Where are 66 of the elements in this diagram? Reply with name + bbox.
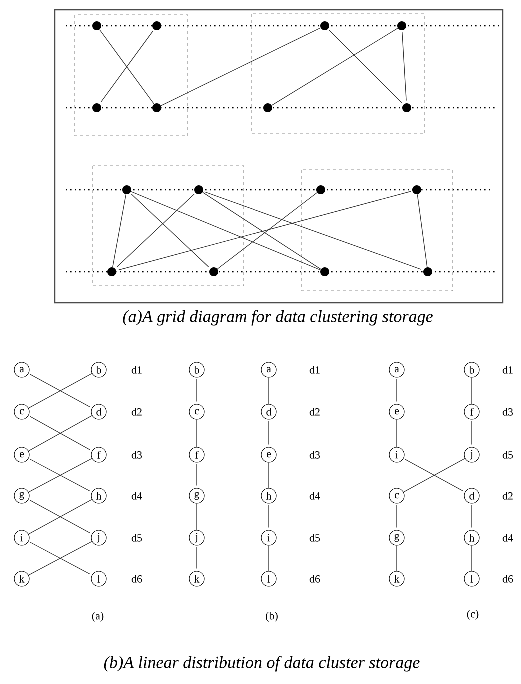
- caption: (a)A grid diagram for data clustering storage: [123, 310, 433, 326]
- connector-line: [272, 28, 398, 106]
- dot: [152, 22, 162, 30]
- connector-line: [116, 194, 195, 268]
- connector-line: [268, 420, 270, 446]
- dot: [92, 104, 102, 112]
- connector-line: [196, 546, 198, 570]
- row-label: d1: [132, 366, 142, 374]
- connector-line: [268, 462, 270, 489]
- dot: [424, 268, 432, 276]
- dot: [402, 104, 412, 112]
- row-label: d5: [132, 534, 142, 542]
- row-label: d1: [502, 366, 513, 374]
- connector-line: [196, 378, 198, 402]
- connector-line: [196, 419, 198, 448]
- connector-line: [396, 378, 398, 402]
- row-label: d4: [502, 534, 514, 542]
- row-label: d2: [132, 408, 142, 416]
- connector-line: [268, 377, 270, 405]
- subfigure-label: (c): [467, 610, 479, 620]
- row-label: d2: [310, 408, 320, 416]
- row-label: d6: [502, 575, 514, 583]
- row-label: d4: [310, 492, 320, 500]
- connector-line: [396, 419, 398, 448]
- dot: [412, 186, 422, 194]
- dot: [194, 186, 204, 194]
- row-label: d6: [132, 575, 142, 583]
- dot: [210, 268, 218, 276]
- row-label: d3: [132, 451, 142, 459]
- connector-line: [268, 545, 270, 572]
- connector-line: [204, 192, 422, 270]
- row-label: d4: [132, 492, 142, 500]
- dot: [108, 268, 116, 276]
- connector-line: [131, 194, 210, 268]
- connector-line: [118, 191, 412, 270]
- connector-line: [402, 32, 407, 102]
- subfigure-label: (a): [92, 612, 104, 622]
- connector-line: [396, 504, 398, 528]
- dot: [92, 22, 102, 30]
- connector-line: [160, 28, 322, 106]
- row-label: d5: [502, 451, 514, 459]
- dot: [320, 268, 330, 276]
- connector-line: [217, 192, 318, 270]
- row-label: d3: [502, 408, 514, 416]
- dot: [264, 104, 272, 112]
- dot: [320, 22, 330, 30]
- dot: [122, 186, 132, 194]
- row-label: d5: [310, 534, 320, 542]
- connector-line: [112, 194, 126, 268]
- connector-line: [202, 192, 322, 270]
- row-label: d6: [310, 575, 320, 583]
- connector-line: [131, 191, 321, 271]
- connector-line: [329, 30, 402, 104]
- connector-line: [396, 545, 398, 572]
- dot: [316, 186, 326, 194]
- connector-line: [196, 503, 198, 531]
- row-label: d2: [502, 492, 513, 500]
- connector-line: [417, 194, 428, 268]
- connector-line: [196, 464, 198, 486]
- subfigure-label: (b): [266, 612, 278, 622]
- connector-line: [268, 504, 270, 528]
- caption: (b)A linear distribution of data cluster storage: [104, 656, 420, 672]
- row-label: d1: [310, 366, 320, 374]
- dot: [398, 22, 406, 30]
- dot: [152, 104, 162, 112]
- row-label: d3: [310, 451, 320, 459]
